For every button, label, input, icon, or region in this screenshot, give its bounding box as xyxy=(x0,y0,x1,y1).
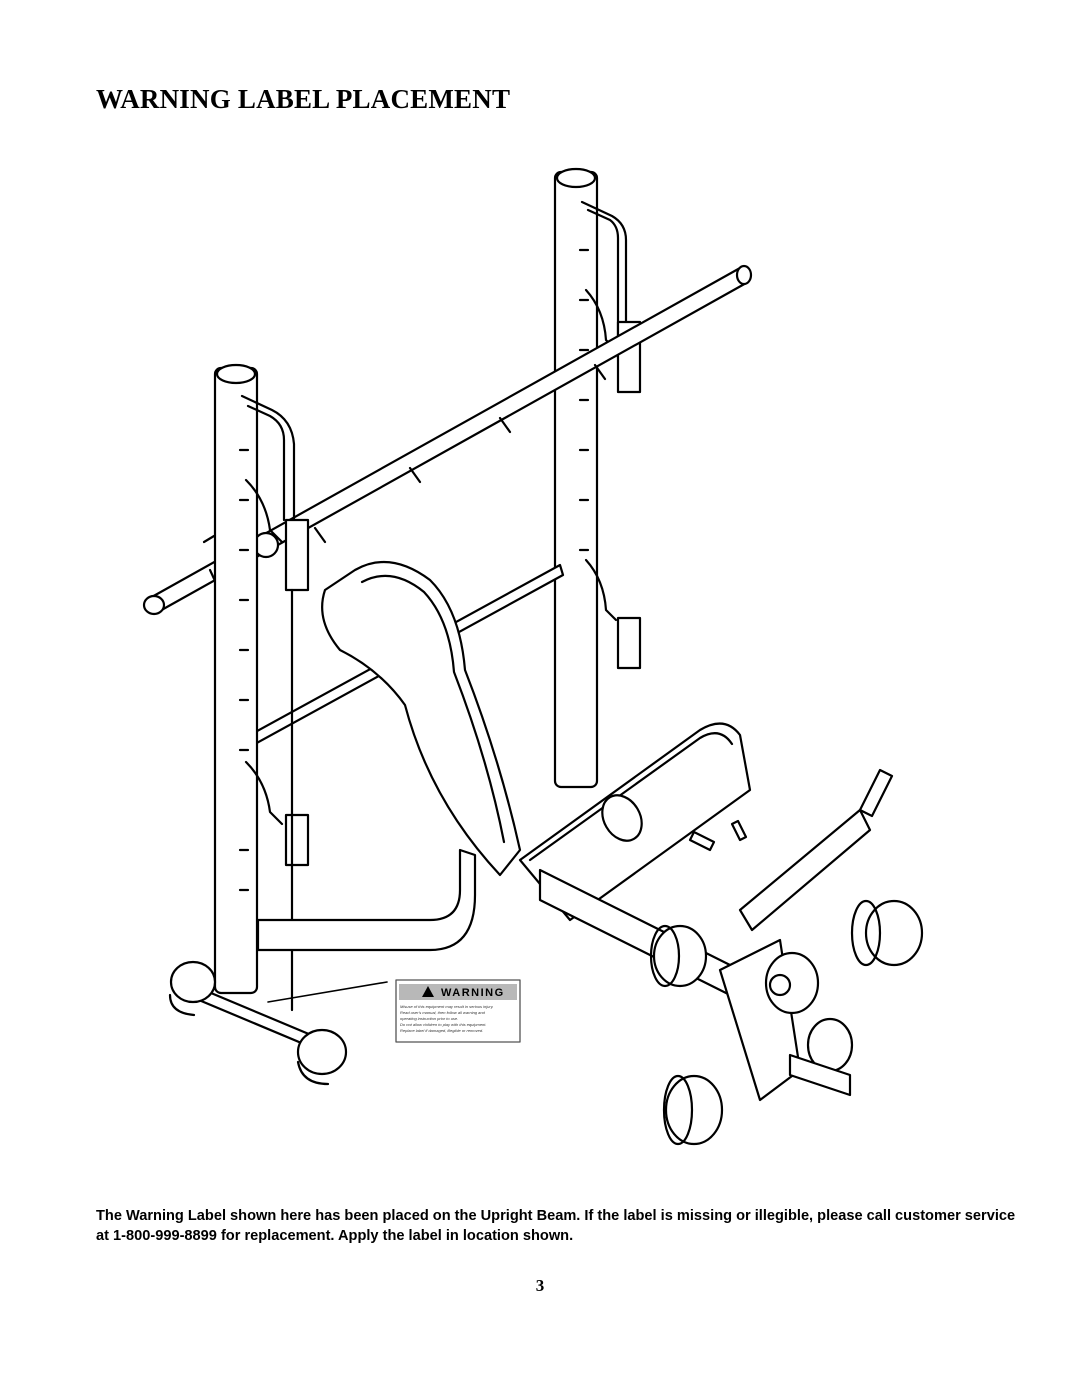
leg-developer xyxy=(649,768,924,1146)
weight-bench-illustration: WARNING Misuse of this equipment may res… xyxy=(100,150,980,1150)
warning-label-line: Read user's manual, then follow all warn… xyxy=(400,1010,486,1015)
warning-label-line: Replace label if damaged, illegible or r… xyxy=(400,1028,483,1033)
warning-triangle-icon xyxy=(422,986,434,997)
warning-label-heading: WARNING xyxy=(441,987,505,999)
warning-label-line: operating instruction prior to use. xyxy=(400,1016,458,1021)
back-pad xyxy=(321,560,522,877)
warning-label-line: Misuse of this equipment may result in s… xyxy=(400,1004,494,1009)
weight-bench-drawing: WARNING Misuse of this equipment may res… xyxy=(142,167,924,1146)
page-number: 3 xyxy=(535,1276,545,1295)
warning-label-callout: WARNING Misuse of this equipment may res… xyxy=(267,979,521,1043)
front-left-upright xyxy=(213,363,310,1012)
warning-label-line: Do not allow children to play with this … xyxy=(400,1022,487,1027)
instruction-caption: The Warning Label shown here has been pl… xyxy=(96,1208,1016,1244)
page-title: WARNING LABEL PLACEMENT xyxy=(96,84,511,114)
rear-right-upright xyxy=(553,167,642,789)
front-support-beam xyxy=(256,848,477,952)
base-feet xyxy=(168,960,348,1086)
